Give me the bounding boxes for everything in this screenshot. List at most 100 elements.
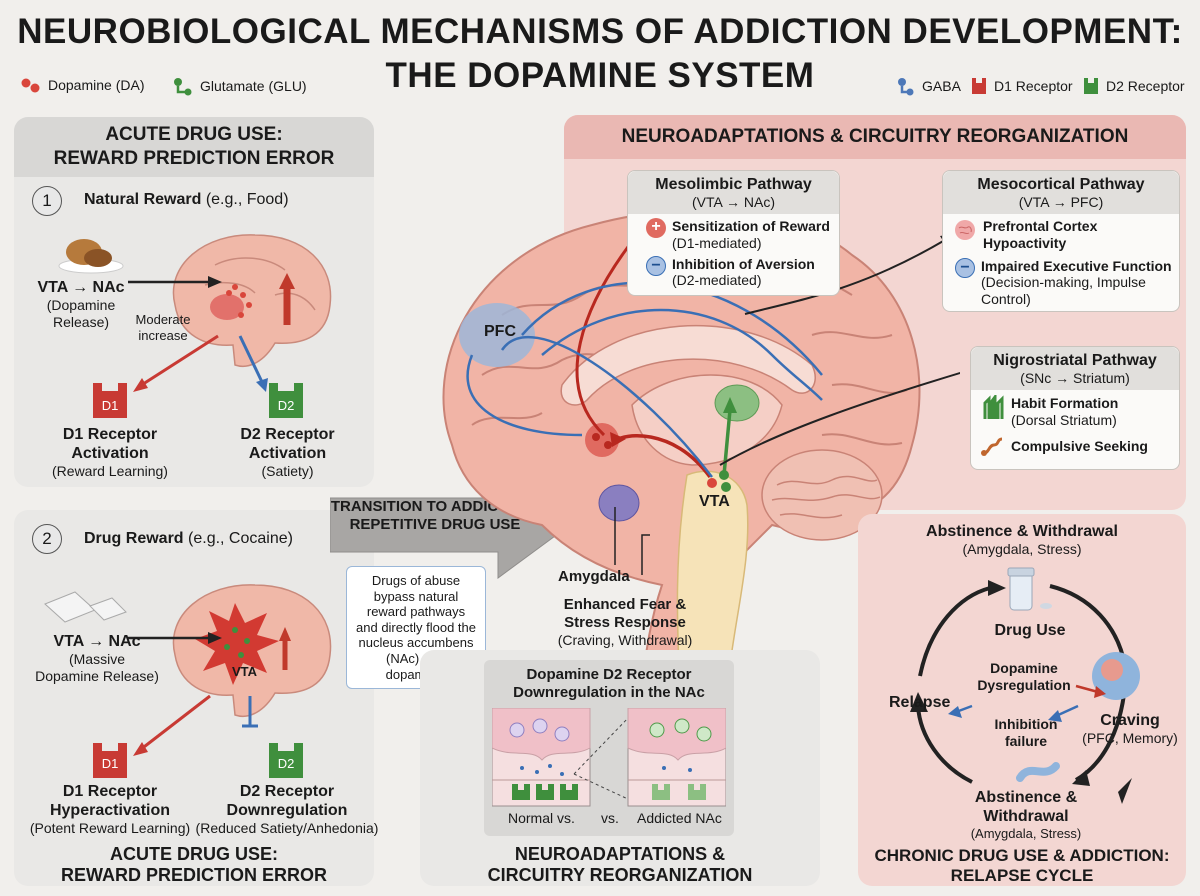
vta-label: VTA xyxy=(699,493,730,510)
mesolimbic-item-2-sub: (D2-mediated) xyxy=(672,272,762,289)
nigrostriatal-item-1: Habit Formation(Dorsal Striatum) xyxy=(971,390,1179,429)
natural-pathway-block: VTA → NAc (Dopamine Release) xyxy=(26,278,136,331)
transition-line-1: TRANSITION TO ADDICTION: xyxy=(330,498,540,515)
nigrostriatal-item-2-label: Compulsive Seeking xyxy=(1011,437,1148,454)
neuro-footer-line-2: CIRCUITRY REORGANIZATION xyxy=(487,865,753,885)
legend-d1-label: D1 Receptor xyxy=(994,78,1073,94)
moderate-increase-label: Moderate increase xyxy=(128,312,198,343)
cycle-dysregulation-line-1: Dopamine xyxy=(990,660,1058,676)
d2-panel-title: Dopamine D2 Receptor Downregulation in t… xyxy=(484,666,734,702)
fear-response-block: Enhanced Fear & Stress Response (Craving… xyxy=(540,596,710,649)
moderate-increase-line-2: increase xyxy=(138,327,188,343)
cycle-relapse: Relapse xyxy=(889,694,951,711)
drug-d2-receptor-icon xyxy=(269,743,303,778)
cocaine-packet-icon xyxy=(44,591,127,623)
drug-reward-label: Drug Reward xyxy=(84,530,184,547)
mesolimbic-sub: (VTA → NAc) xyxy=(692,194,775,211)
mesocortical-item-2-label: Impaired Executive Function xyxy=(981,257,1172,274)
fear-line-1: Enhanced Fear & xyxy=(563,596,687,613)
drug-d1-sub: (Potent Reward Learning) xyxy=(29,820,191,837)
cycle-top-block: Abstinence & Withdrawal (Amygdala, Stres… xyxy=(858,522,1186,558)
neuro-header: NEUROADAPTATIONS & CIRCUITRY REORGANIZAT… xyxy=(564,115,1186,159)
glutamate-icon xyxy=(174,78,192,96)
drug-reward-title: Drug Reward (e.g., Cocaine) xyxy=(84,530,293,548)
drug-reward-panel xyxy=(14,510,374,886)
minus-icon: − xyxy=(955,257,975,278)
drug-d1-line-1: D1 Receptor xyxy=(62,783,158,800)
step-1-badge: 1 xyxy=(32,186,62,216)
transition-line-2: REPETITIVE DRUG USE xyxy=(349,516,521,533)
drug-receptor-arrows xyxy=(133,694,258,756)
normal-label: Normal vs. xyxy=(508,810,575,826)
page-title: NEUROBIOLOGICAL MECHANISMS OF ADDICTION … xyxy=(0,10,1200,98)
cycle-top-line-1: Abstinence & Withdrawal xyxy=(926,523,1118,540)
natural-pathway-arrow xyxy=(128,276,222,288)
mesocortical-item-1-line-2: Hypoactivity xyxy=(983,234,1067,251)
moderate-increase-line-1: Moderate xyxy=(135,312,191,327)
cycle-inhibition: Inhibition failure xyxy=(976,716,1076,750)
legend-glutamate: Glutamate (GLU) xyxy=(170,76,307,96)
d2-receptor-icon xyxy=(1084,78,1098,94)
natural-d1-line-2: Activation xyxy=(71,445,149,463)
food-icon xyxy=(58,239,124,274)
natural-d1-sub: (Reward Learning) xyxy=(52,463,168,480)
natural-d2-line-1: D2 Receptor xyxy=(240,426,335,443)
natural-pathway-label: VTA → NAc xyxy=(37,279,125,296)
chronic-footer-line-1: CHRONIC DRUG USE & ADDICTION: xyxy=(874,846,1170,865)
acute-footer-line-1: ACUTE DRUG USE: xyxy=(109,844,278,864)
striatum-icon xyxy=(983,394,1004,419)
natural-d2-sub: (Satiety) xyxy=(261,463,314,480)
drug-d2-sub: (Reduced Satiety/Anhedonia) xyxy=(195,820,379,837)
natural-reward-label: Natural Reward xyxy=(84,191,202,208)
mesolimbic-box: Mesolimbic Pathway (VTA → NAc) + Sensiti… xyxy=(627,170,840,296)
cycle-bottom-line-1: Abstinence & xyxy=(974,789,1078,806)
natural-brain-icon xyxy=(172,234,332,367)
legend-d2-label: D2 Receptor xyxy=(1106,78,1185,94)
amygdala-label: Amygdala xyxy=(558,568,630,585)
mesolimbic-title: Mesolimbic Pathway xyxy=(655,176,812,193)
relapse-cycle-arrows xyxy=(910,567,1140,804)
title-line-1: NEUROBIOLOGICAL MECHANISMS OF ADDICTION … xyxy=(17,12,1183,51)
natural-d2-receptor-icon xyxy=(269,383,303,418)
cycle-inhibition-line-1: Inhibition xyxy=(994,716,1058,732)
mesolimbic-item-1-sub: (D1-mediated) xyxy=(672,234,762,251)
amygdala-callout xyxy=(614,507,650,575)
transition-label: TRANSITION TO ADDICTION: REPETITIVE DRUG… xyxy=(330,498,540,534)
acute-header-line-1: ACUTE DRUG USE: xyxy=(105,124,283,145)
cycle-craving-label: Craving xyxy=(1100,712,1160,729)
natural-receptor-arrows xyxy=(133,334,268,392)
mesolimbic-item-1: + Sensitization of Reward(D1-mediated) xyxy=(628,214,839,252)
cycle-craving: Craving (PFC, Memory) xyxy=(1074,711,1186,747)
neuro-footer: NEUROADAPTATIONS & CIRCUITRY REORGANIZAT… xyxy=(420,844,820,886)
legend-d2: D2 Receptor xyxy=(1082,76,1185,96)
step-2-badge: 2 xyxy=(32,524,62,554)
acute-header-line-2: REWARD PREDICTION ERROR xyxy=(53,148,335,169)
brain-pink-icon xyxy=(955,219,975,240)
drug-brain-icon xyxy=(172,584,332,717)
nigrostriatal-item-1-label: Habit Formation xyxy=(1011,394,1119,411)
natural-reward-example: (e.g., Food) xyxy=(201,191,289,208)
drug-d1-block: D1 Receptor Hyperactivation (Potent Rewa… xyxy=(22,782,198,837)
pfc-label: PFC xyxy=(484,323,516,340)
title-line-2: THE DOPAMINE SYSTEM xyxy=(385,56,815,95)
cycle-craving-sub: (PFC, Memory) xyxy=(1082,730,1178,747)
mesocortical-item-2-sub: (Decision-making, Impulse Control) xyxy=(981,274,1146,308)
mesolimbic-item-2-label: Inhibition of Aversion xyxy=(672,255,815,272)
cycle-dysregulation-line-2: Dysregulation xyxy=(977,676,1071,693)
natural-d1-line-1: D1 Receptor xyxy=(62,426,158,443)
mesocortical-sub: (VTA → PFC) xyxy=(1018,194,1104,211)
cycle-drug-use: Drug Use xyxy=(994,622,1066,639)
fear-sub: (Craving, Withdrawal) xyxy=(557,632,693,648)
natural-reward-title: Natural Reward (e.g., Food) xyxy=(84,191,289,209)
cycle-top-sub: (Amygdala, Stress) xyxy=(962,541,1082,558)
legend-gaba-label: GABA xyxy=(922,78,961,94)
drug-d2-line-1: D2 Receptor xyxy=(239,783,335,800)
drug-release-line-2: Dopamine Release) xyxy=(35,667,159,684)
minus-icon: − xyxy=(646,255,666,276)
chronic-footer-line-2: RELAPSE CYCLE xyxy=(950,866,1094,885)
mesocortical-title: Mesocortical Pathway xyxy=(977,176,1145,193)
mesolimbic-item-2: − Inhibition of Aversion(D2-mediated) xyxy=(628,252,839,290)
natural-d2-tag: D2 xyxy=(277,398,295,413)
drug-d2-tag: D2 xyxy=(277,756,295,771)
acute-footer: ACUTE DRUG USE: REWARD PREDICTION ERROR xyxy=(14,844,374,886)
